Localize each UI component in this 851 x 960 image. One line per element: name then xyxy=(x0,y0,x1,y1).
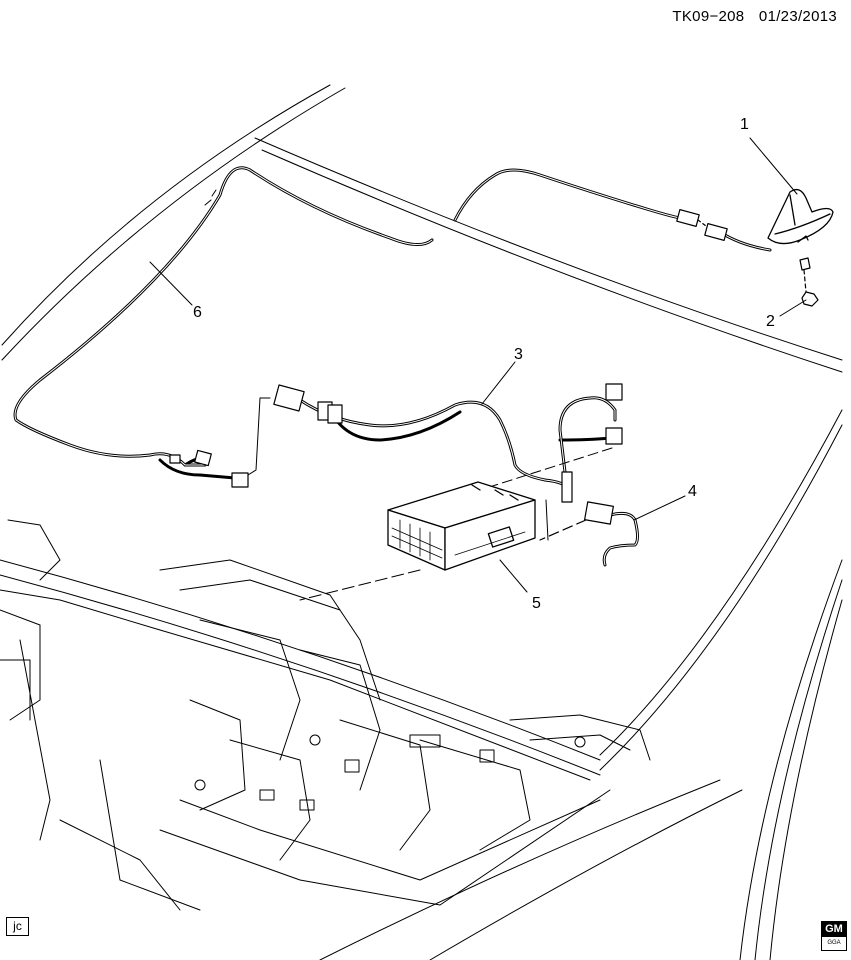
gm-logo-text: GM xyxy=(822,922,846,937)
callout-5: 5 xyxy=(532,595,541,612)
part-1-connectors xyxy=(676,209,728,241)
part-3-harness-inner xyxy=(299,397,616,491)
part-6-harness-inner xyxy=(14,167,433,466)
a-pillar-outline xyxy=(319,559,843,960)
callout-4: 4 xyxy=(688,483,697,500)
windshield-outline xyxy=(1,84,843,771)
illustration-date: 01/23/2013 xyxy=(758,8,837,25)
gm-logo-subtext: GGA xyxy=(827,940,841,946)
part-5-leader-dash xyxy=(299,499,549,601)
part-5-module xyxy=(387,481,536,571)
instrument-panel-structure xyxy=(0,519,651,911)
artist-initials: jc xyxy=(6,917,29,936)
callout-2: 2 xyxy=(766,313,775,330)
part-6-connectors xyxy=(169,189,249,488)
gm-logo: GM GGA xyxy=(821,921,847,951)
part-1-antenna xyxy=(767,188,834,245)
callout-6: 6 xyxy=(193,304,202,321)
part-6-harness xyxy=(13,166,434,480)
callout-3: 3 xyxy=(514,346,523,363)
illustration-header: TK09−208 01/23/2013 xyxy=(672,8,837,25)
part-4-connector xyxy=(539,501,614,541)
callout-1: 1 xyxy=(740,116,749,133)
callout-leaders xyxy=(149,137,807,593)
part-3-leader-dash xyxy=(247,397,613,491)
part-2-nut xyxy=(799,257,819,307)
illustration-code: TK09−208 xyxy=(672,8,745,25)
part-4-harness-inner xyxy=(603,512,638,566)
part-3-connectors xyxy=(273,383,623,503)
